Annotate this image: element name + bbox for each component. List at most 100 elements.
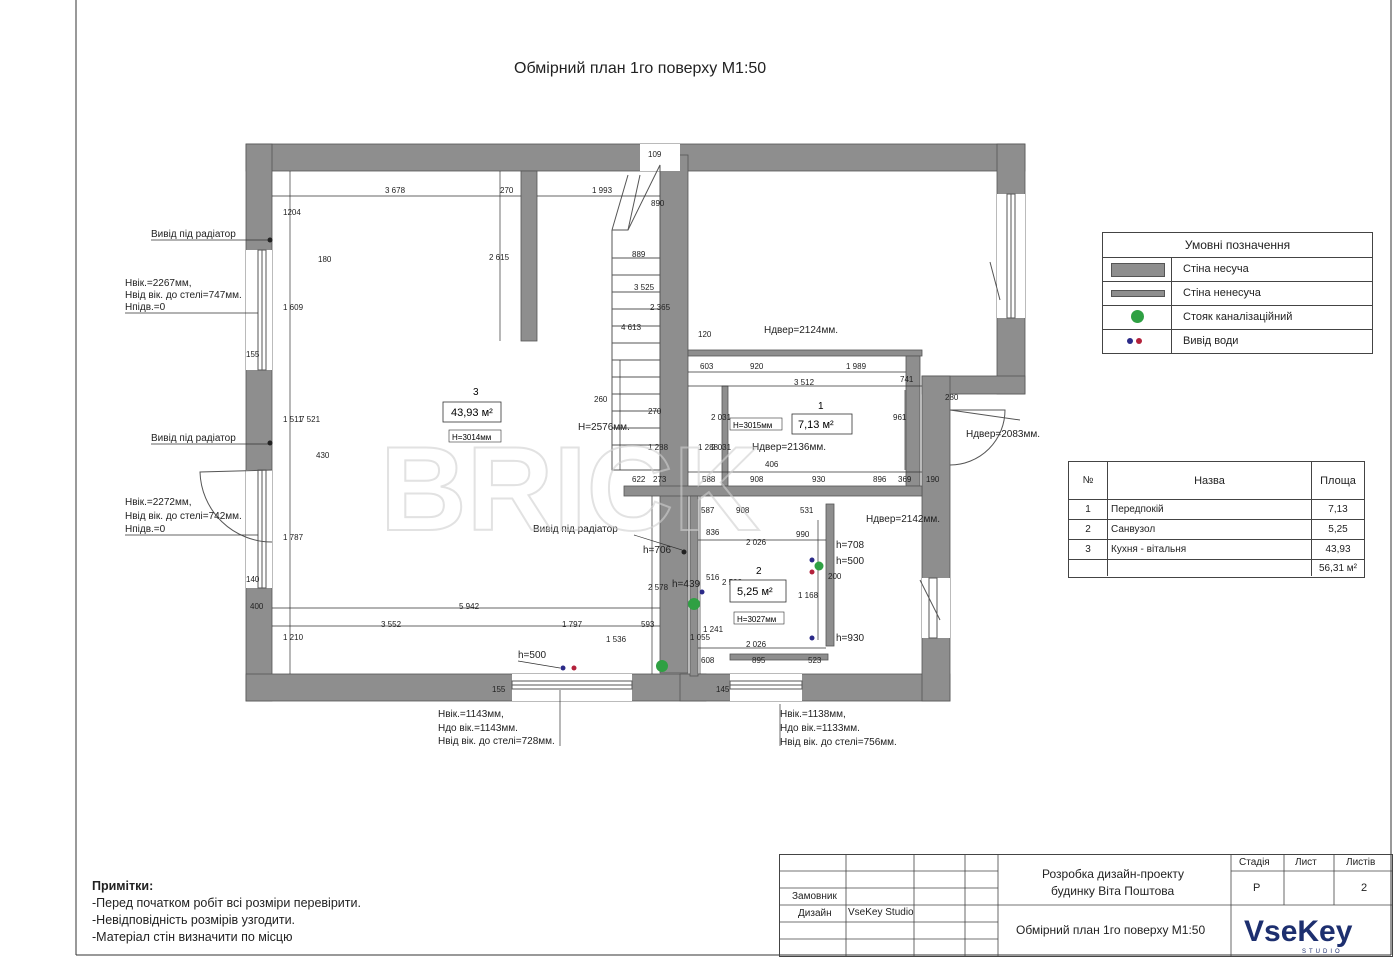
legend-row: Стіна ненесуча — [1103, 281, 1372, 306]
dim-label: 1 168 — [798, 591, 819, 600]
water-outlet-icon — [809, 635, 815, 641]
dim-label: 990 — [796, 530, 810, 539]
table-cell: 7,13 — [1312, 500, 1364, 520]
dim-label: 890 — [651, 199, 665, 208]
legend-label: Стіна несуча — [1183, 263, 1249, 275]
dimension-lines — [272, 171, 922, 674]
dim-label: 3 525 — [634, 283, 655, 292]
dim-label: 4 613 — [621, 323, 642, 332]
watermark-text: BRICK — [380, 422, 760, 556]
dim-label: 260 — [594, 395, 608, 404]
dim-label: 1 210 — [283, 633, 304, 642]
dim-label: 1 288 — [648, 443, 669, 452]
height-label: h=500 — [836, 556, 865, 567]
logo: VseKey — [1244, 915, 1353, 948]
legend-row: Стіна несуча — [1103, 257, 1372, 282]
table-cell — [1108, 560, 1312, 576]
sewer-riser-icon — [814, 561, 824, 571]
wall-nonbearing-icon — [1103, 281, 1172, 305]
dim-label: 400 — [250, 602, 264, 611]
window-height-label: Hвік.=2272мм, — [125, 497, 192, 508]
customer-label: Замовник — [792, 891, 837, 902]
height-label: h=708 — [836, 540, 865, 551]
dim-label: 2 615 — [489, 253, 510, 262]
dim-label: 155 — [492, 685, 506, 694]
project-line-1: Розробка дизайн-проекту — [1042, 867, 1185, 881]
window-height-label: Hпідв.=0 — [125, 524, 166, 535]
dim-label: 2 031 — [711, 443, 732, 452]
table-cell — [1069, 560, 1108, 576]
sheets-label: Листів — [1346, 857, 1376, 868]
sheet-title: Обмірний план 1го поверху М1:50 — [1016, 923, 1206, 937]
window-height-label: Hвід вік. до стелі=747мм. — [125, 290, 242, 301]
dim-label: 3 552 — [381, 620, 402, 629]
sewer-riser-icon — [656, 660, 668, 672]
stage-value: Р — [1253, 882, 1261, 894]
dim-label: 2 365 — [650, 303, 671, 312]
dim-label: 1 989 — [846, 362, 867, 371]
dim-label: 622 — [632, 475, 646, 484]
table-header: Назва — [1108, 462, 1312, 500]
room-2-label: 2 5,25 м² H=3027мм — [729, 566, 787, 625]
window-labels: Hвік.=2267мм, Hвід вік. до стелі=747мм. … — [125, 278, 897, 748]
project-line-2: будинку Віта Поштова — [1051, 884, 1175, 898]
table-cell: 43,93 — [1312, 540, 1364, 560]
dim-label: 155 — [246, 350, 260, 359]
sewer-riser-icon — [1103, 305, 1172, 329]
dim-label: 120 — [698, 330, 712, 339]
legend-title: Умовні позначення — [1103, 233, 1372, 258]
door-height-label: Hдвер=2083мм. — [966, 429, 1040, 440]
legend-row: Вивід води — [1103, 329, 1372, 353]
utilities — [267, 237, 824, 672]
title-block-grid — [780, 855, 1392, 956]
dim-label: 140 — [246, 575, 260, 584]
dim-label: 2 578 — [648, 583, 669, 592]
dim-label: 280 — [945, 393, 959, 402]
window-height-label: Hдо вік.=1133мм. — [780, 723, 860, 734]
sewer-riser-icon — [688, 598, 700, 610]
table-cell: Передпокій — [1108, 500, 1312, 520]
dim-label: 1 797 — [562, 620, 583, 629]
radiator-label: Вивід під радіатор — [151, 433, 236, 444]
windows — [257, 193, 1016, 690]
legend-label: Стояк каналізаційний — [1183, 311, 1293, 323]
dim-label: 593 — [641, 620, 655, 629]
room-area: 5,25 м² — [737, 586, 773, 598]
room-1-label: 1 7,13 м² H=3015мм — [729, 401, 853, 435]
room-height: H=3027мм — [737, 615, 776, 624]
dim-label: 896 — [873, 475, 887, 484]
door-height-label: Hдвер=2142мм. — [866, 514, 940, 525]
dim-label: 531 — [800, 506, 814, 515]
dim-label: 895 — [752, 656, 766, 665]
room-number: 1 — [818, 401, 824, 412]
height-label: h=500 — [518, 650, 547, 661]
radiator-label: Вивід під радіатор — [533, 524, 618, 535]
legend-label: Вивід води — [1183, 335, 1239, 347]
legend-table: Умовні позначення Стіна несуча Стіна нен… — [1102, 232, 1373, 354]
room-number: 2 — [756, 566, 762, 577]
table-total: 56,31 м² — [1318, 562, 1357, 574]
dim-label: 930 — [812, 475, 826, 484]
room-height: H=3015мм — [733, 421, 772, 430]
height-label: h=706 — [643, 545, 672, 556]
notes: Примітки: -Перед початком робіт всі розм… — [92, 878, 361, 946]
dim-label: 190 — [926, 475, 940, 484]
dim-label: 587 — [701, 506, 715, 515]
dim-label: 5 942 — [459, 602, 480, 611]
dim-label: 200 — [828, 572, 842, 581]
dim-label: 3 678 — [385, 186, 406, 195]
water-outlet-icon — [809, 557, 815, 563]
dim-label: 836 — [706, 528, 720, 537]
table-header: Площа — [1312, 462, 1364, 500]
dim-label: 369 — [898, 475, 912, 484]
table-cell: 2 — [1069, 520, 1108, 540]
design-label: Дизайн — [798, 908, 832, 919]
height-label: H=2576мм. — [578, 422, 630, 433]
legend-label: Стіна ненесуча — [1183, 287, 1261, 299]
water-outlet-icon — [560, 665, 566, 671]
note-item: -Невідповідність розмірів узгодити. — [92, 913, 296, 927]
window-height-label: Hвід вік. до стелі=756мм. — [780, 737, 897, 748]
dim-label: 608 — [701, 656, 715, 665]
dim-label: 406 — [765, 460, 779, 469]
